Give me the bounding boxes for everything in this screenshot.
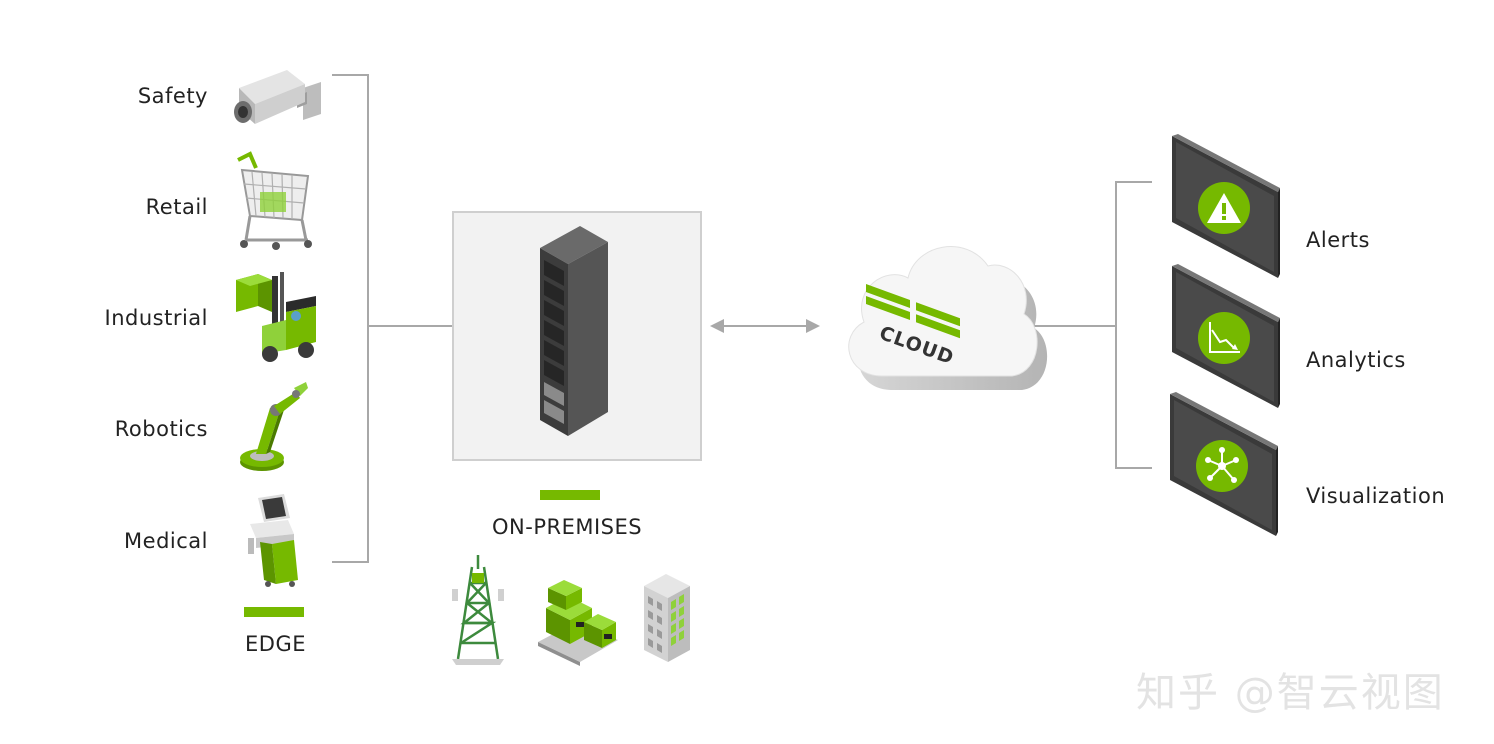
edge-label-safety: Safety bbox=[137, 84, 208, 108]
edge-caption: EDGE bbox=[245, 632, 306, 656]
bidirectional-arrow bbox=[710, 319, 820, 333]
line-chart-icon bbox=[1209, 322, 1240, 353]
output-label-analytics: Analytics bbox=[1306, 348, 1406, 372]
onprem-caption: ON-PREMISES bbox=[492, 515, 643, 539]
edge-accent-bar bbox=[244, 607, 304, 617]
cell-tower-icon bbox=[452, 555, 504, 665]
office-building-icon bbox=[644, 574, 690, 662]
shopping-cart-icon bbox=[237, 151, 312, 250]
edge-label-robotics: Robotics bbox=[114, 417, 208, 441]
onprem-accent-bar bbox=[540, 490, 600, 500]
security-camera-icon bbox=[234, 70, 321, 124]
cloud-icon bbox=[848, 246, 1048, 390]
server-rack-icon bbox=[540, 226, 608, 436]
output-label-visualization: Visualization bbox=[1306, 484, 1446, 508]
forklift-icon bbox=[236, 272, 316, 362]
network-graph-icon bbox=[1205, 447, 1239, 483]
watermark: 知乎 @智云视图 bbox=[1136, 670, 1445, 716]
edge-label-industrial: Industrial bbox=[104, 306, 208, 330]
warehouse-boxes-icon bbox=[538, 580, 618, 666]
edge-label-retail: Retail bbox=[145, 195, 208, 219]
robot-arm-icon bbox=[240, 382, 308, 471]
edge-label-medical: Medical bbox=[124, 529, 208, 553]
output-label-alerts: Alerts bbox=[1306, 228, 1370, 252]
medical-cart-icon bbox=[248, 494, 298, 587]
alert-triangle-icon bbox=[1207, 193, 1241, 223]
